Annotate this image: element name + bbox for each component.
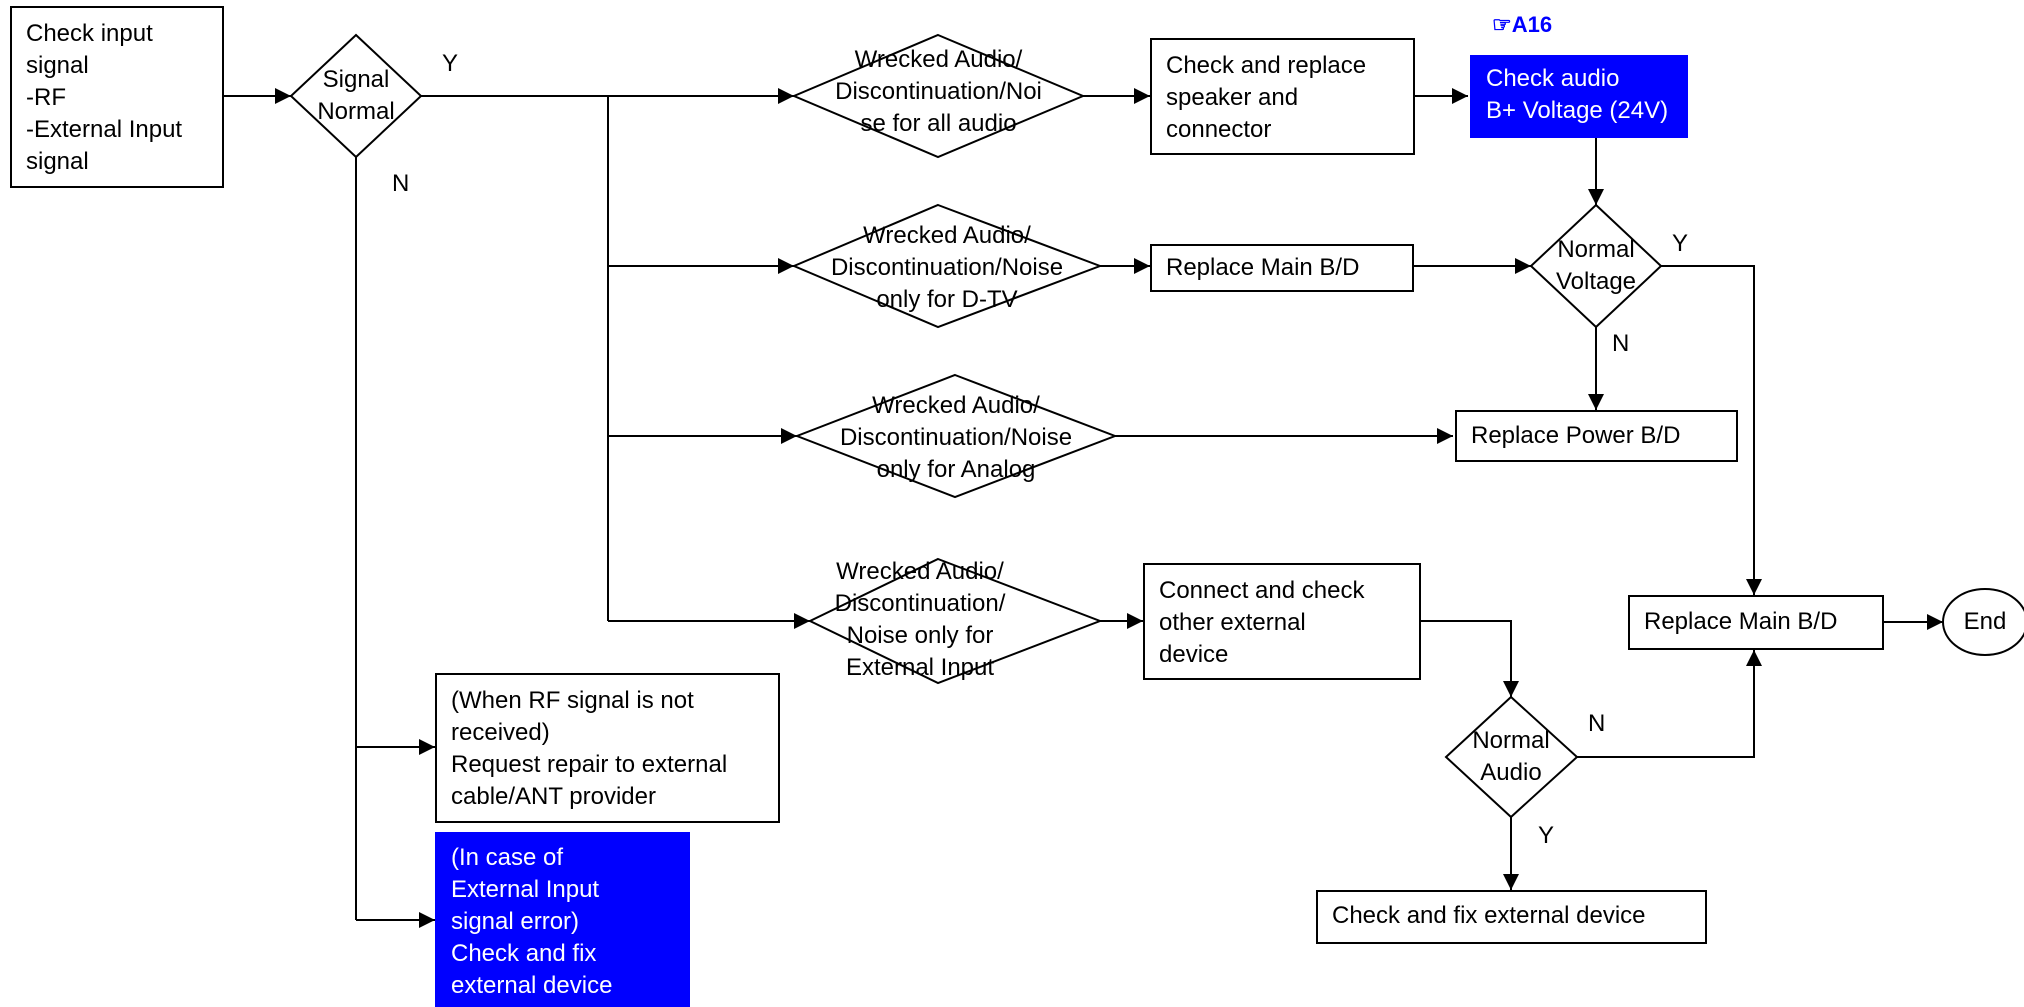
audio-analog-diamond	[794, 373, 1118, 499]
signal-no-label: N	[392, 170, 410, 197]
check-replace-speaker-box: Check and replace speaker and connector	[1150, 38, 1415, 155]
audio-external-diamond	[807, 557, 1103, 685]
check-fix-external-device-box: Check and fix external device	[1316, 890, 1707, 944]
voltage-yes-label: Y	[1672, 230, 1689, 257]
audio-dtv-diamond	[791, 203, 1103, 329]
audio-all-diamond	[791, 33, 1086, 159]
audio-yes-label: Y	[1538, 822, 1555, 849]
replace-main-bd-bottom-box: Replace Main B/D	[1628, 595, 1884, 650]
replace-main-bd-top-box: Replace Main B/D	[1150, 244, 1414, 292]
audio-all-label: Wrecked Audio/ Discontinuation/Noi se fo…	[835, 46, 1042, 137]
check-input-signal-box: Check input signal -RF -External Input s…	[10, 6, 224, 188]
rf-repair-request-box: (When RF signal is not received) Request…	[435, 673, 780, 823]
external-input-error-box: (In case of External Input signal error)…	[435, 832, 690, 1007]
audio-no-label: N	[1588, 710, 1606, 737]
reference-a16-link[interactable]: ☞A16	[1492, 12, 1553, 37]
normal-audio-label: Normal Audio	[1472, 727, 1550, 786]
end-label: End	[1963, 608, 2007, 635]
check-audio-b-voltage-box: Check audio B+ Voltage (24V)	[1470, 55, 1688, 138]
audio-external-label: Wrecked Audio/ Discontinuation/ Noise on…	[834, 558, 1006, 681]
replace-power-bd-box: Replace Power B/D	[1455, 410, 1738, 462]
signal-normal-label: Signal Normal	[317, 66, 395, 125]
normal-voltage-label: Normal Voltage	[1555, 236, 1637, 295]
voltage-no-label: N	[1612, 330, 1630, 357]
signal-yes-label: Y	[442, 50, 459, 77]
audio-analog-label: Wrecked Audio/ Discontinuation/Noise onl…	[839, 392, 1073, 483]
connect-check-external-box: Connect and check other external device	[1143, 563, 1421, 680]
audio-dtv-label: Wrecked Audio/ Discontinuation/Noise onl…	[830, 222, 1064, 313]
connectors	[224, 88, 1943, 928]
